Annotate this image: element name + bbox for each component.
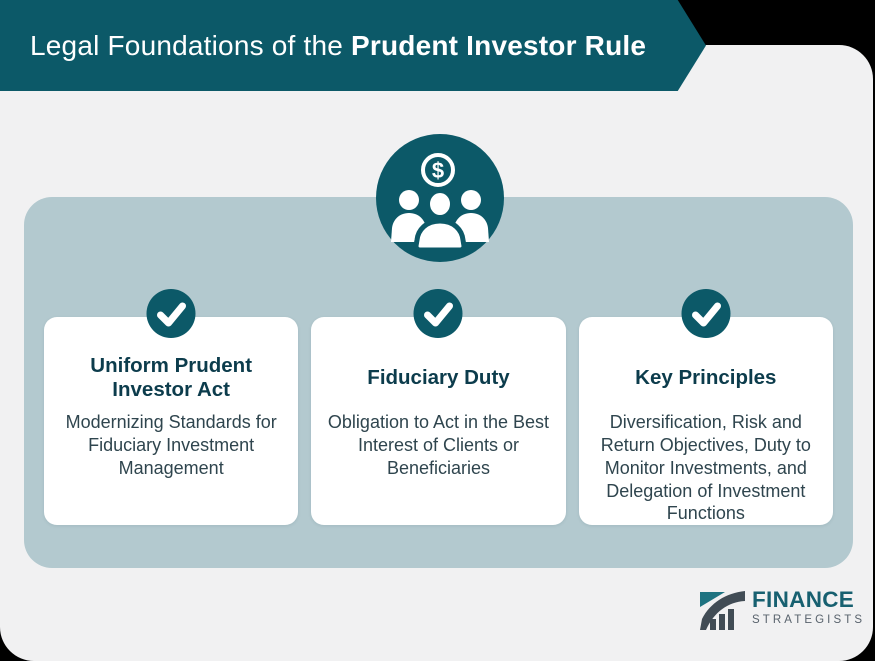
page-title: Legal Foundations of the Prudent Investo…	[30, 30, 646, 62]
card-title: Fiduciary Duty	[367, 366, 510, 389]
checkmark-icon	[691, 302, 721, 327]
card-body: Modernizing Standards for Fiduciary Inve…	[65, 412, 277, 478]
logo-name: FINANCE	[752, 587, 855, 612]
check-badge	[413, 289, 463, 338]
logo-wordmark: FINANCE STRATEGISTS	[752, 587, 866, 626]
check-badge	[146, 289, 196, 338]
card-title: Uniform Prudent Investor Act	[90, 354, 253, 401]
page-title-regular: Legal Foundations of the	[30, 29, 352, 61]
people-group-icon	[391, 188, 489, 253]
dollar-symbol: $	[432, 158, 444, 183]
card-key-principles: Key Principles Diversification, Risk and…	[578, 289, 833, 525]
check-badge	[681, 289, 731, 338]
header-banner: Legal Foundations of the Prudent Investo…	[0, 0, 706, 91]
page-title-bold: Prudent Investor Rule	[351, 29, 647, 61]
people-group-money-svg: $	[391, 153, 489, 253]
checkmark-icon	[157, 302, 187, 327]
card-title: Key Principles	[635, 366, 777, 389]
checkmark-icon	[424, 302, 454, 327]
people-group-money-icon: $	[376, 134, 504, 262]
card-body: Diversification, Risk and Return Objecti…	[600, 412, 811, 524]
logo-subname: STRATEGISTS	[752, 613, 866, 626]
growth-chart-icon	[700, 591, 745, 630]
card-uniform-prudent-investor-act: Uniform Prudent Investor Act Modernizing…	[44, 289, 299, 525]
dollar-icon: $	[421, 153, 455, 187]
finance-strategists-logo: FINANCE STRATEGISTS	[698, 587, 866, 631]
card-body: Obligation to Act in the Best Interest o…	[327, 412, 550, 478]
card-fiduciary-duty: Fiduciary Duty Obligation to Act in the …	[311, 289, 566, 525]
